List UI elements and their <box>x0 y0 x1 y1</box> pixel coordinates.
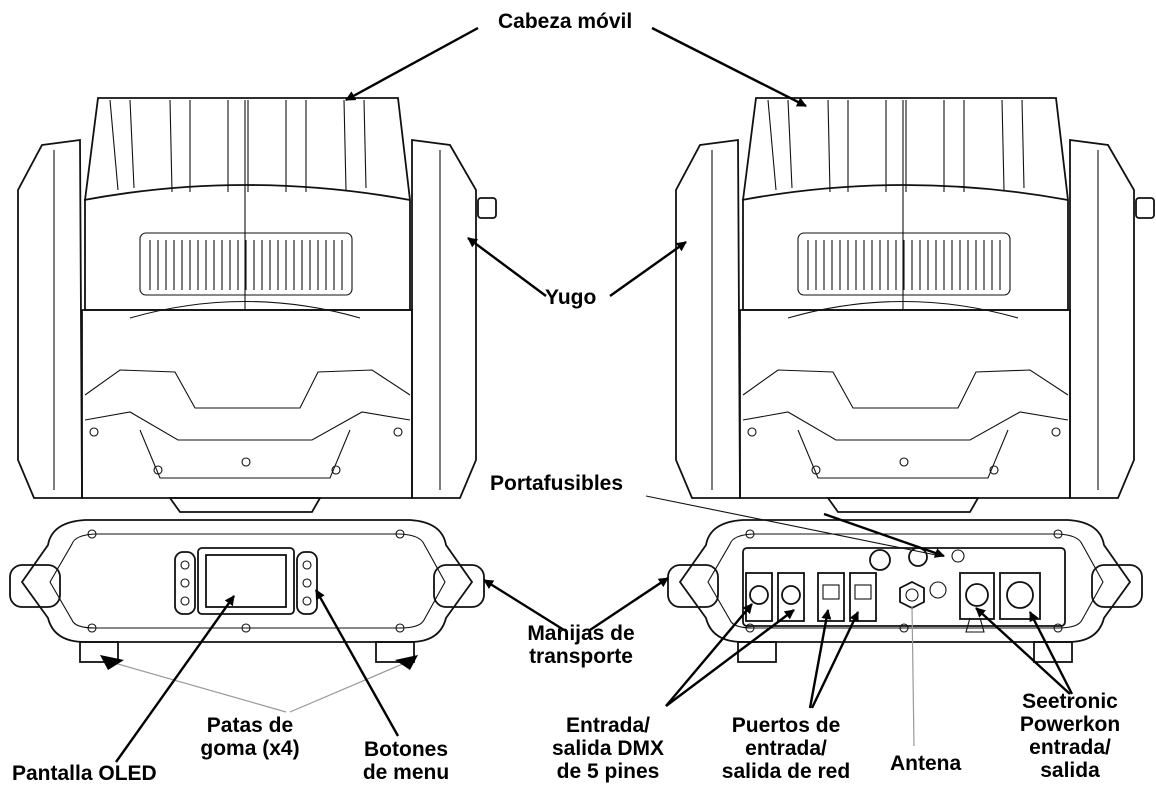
antenna-connector <box>899 580 925 610</box>
label-fuse-holder: Portafusibles <box>490 472 624 495</box>
dmx-out-connector <box>777 572 805 622</box>
fuse-holder-1 <box>869 549 891 571</box>
powerkon-out <box>999 572 1041 620</box>
leader-lines <box>100 26 1074 763</box>
fixture-front <box>9 97 497 663</box>
menu-buttons-left <box>174 551 196 615</box>
label-oled-display: Pantalla OLED <box>12 762 157 785</box>
label-antenna: Antena <box>890 752 962 775</box>
powerkon-in <box>959 572 995 620</box>
fixture-rear <box>667 97 1155 663</box>
menu-buttons-right <box>296 551 318 615</box>
network-port-1 <box>817 572 845 622</box>
oled-screen <box>197 547 295 615</box>
label-moving-head: Cabeza móvil <box>498 10 633 33</box>
fuse-holder-2 <box>908 547 928 567</box>
label-yoke: Yugo <box>545 286 597 309</box>
dmx-in-connector <box>745 572 773 622</box>
network-port-2 <box>849 572 877 622</box>
